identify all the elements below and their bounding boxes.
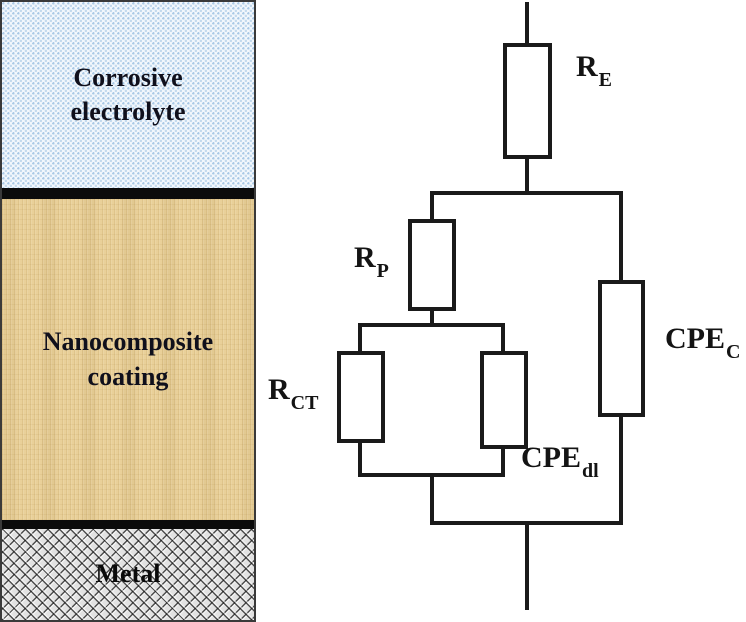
wire-junction-to-cpec — [619, 193, 623, 284]
resistor-re-box — [503, 43, 552, 159]
layer-metal-label: Metal — [95, 559, 161, 589]
wire-parallel-top-bar — [358, 323, 505, 327]
label-re-main: R — [576, 50, 598, 83]
label-rp: RP — [354, 241, 389, 282]
cpe-c-box — [598, 280, 645, 417]
wire-rct-to-bottom-bar — [358, 440, 362, 477]
label-rp-main: R — [354, 241, 376, 274]
label-cpedl: CPEdl — [521, 441, 599, 482]
resistor-rp-box — [408, 219, 456, 311]
layer-metal: Metal — [2, 529, 254, 620]
wire-re-to-junction — [525, 155, 529, 195]
wire-bottom-terminal — [525, 523, 529, 610]
interface-line-coating-metal — [2, 520, 254, 529]
label-rp-sub: P — [376, 260, 389, 282]
label-cpedl-sub: dl — [582, 460, 599, 482]
layer-electrolyte-label: Corrosive electrolyte — [70, 62, 186, 126]
wire-cpedl-to-bottom-bar — [501, 446, 505, 477]
wire-parallel-to-bottom-run — [430, 475, 434, 525]
label-cpedl-main: CPE — [521, 441, 581, 474]
layer-electrolyte: Corrosive electrolyte — [2, 2, 254, 188]
label-re: RE — [576, 50, 612, 91]
label-cpec-sub: C — [726, 341, 741, 363]
material-stack: Corrosive electrolyte Nanocomposite coat… — [0, 0, 256, 622]
label-rct: RCT — [268, 373, 318, 414]
wire-drop-to-cpedl — [501, 325, 505, 355]
resistor-rct-box — [337, 351, 385, 443]
wire-top-terminal — [525, 2, 529, 47]
label-re-sub: E — [598, 69, 613, 91]
wire-rp-to-parallel — [430, 306, 434, 327]
cpe-dl-box — [480, 351, 528, 449]
label-cpec: CPEC — [665, 322, 740, 363]
wire-junction-bar — [430, 191, 623, 195]
wire-drop-to-rct — [358, 325, 362, 355]
label-rct-sub: CT — [290, 392, 319, 414]
label-rct-main: R — [268, 373, 290, 406]
layer-coating-label: Nanocomposite coating — [42, 327, 214, 391]
interface-line-electrolyte-coating — [2, 188, 254, 199]
wire-cpec-to-bottom-run — [619, 412, 623, 525]
wire-junction-to-rp — [430, 193, 434, 223]
label-cpec-main: CPE — [665, 322, 725, 355]
layer-coating: Nanocomposite coating — [2, 199, 254, 520]
